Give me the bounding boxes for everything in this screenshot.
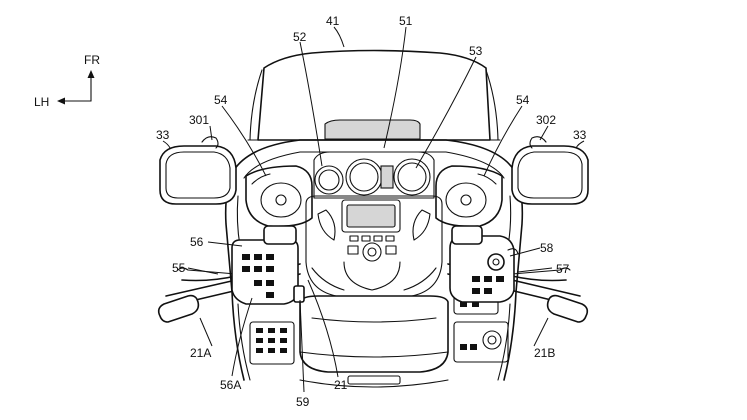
left-label: LH xyxy=(34,95,49,109)
numeral-tank-switch: 59 xyxy=(296,395,310,409)
numeral-switch-box-left: 56 xyxy=(190,235,204,249)
numeral-speaker-right: 54 xyxy=(516,93,530,107)
numeral-grip-left: 21A xyxy=(190,346,211,360)
forward-label: FR xyxy=(84,53,100,67)
numeral-mirror-right: 33 xyxy=(573,128,587,142)
numeral-center-cover: 51 xyxy=(399,14,413,28)
numeral-mirror-stay-left: 301 xyxy=(189,113,209,127)
left-mirror xyxy=(159,136,237,205)
left-speaker-housing xyxy=(245,165,313,228)
left-lower-panel xyxy=(249,321,295,365)
numeral-mirror-left: 33 xyxy=(156,128,170,142)
upper-duct xyxy=(324,119,421,140)
left-grip-end xyxy=(157,294,200,323)
fuel-tank xyxy=(299,295,449,388)
left-switch-box xyxy=(231,225,305,305)
meter-cluster xyxy=(313,151,435,199)
numeral-speaker-left: 54 xyxy=(214,93,228,107)
left-arrowhead xyxy=(57,97,65,105)
numeral-lever-right: 57 xyxy=(556,262,570,276)
right-mirror xyxy=(511,136,589,205)
right-grip-end xyxy=(546,294,589,323)
numeral-mirror-stay-right: 302 xyxy=(536,113,556,127)
orientation-indicator xyxy=(57,70,95,105)
numeral-grip-right: 21B xyxy=(534,346,555,360)
labels: FR LH 41 51 52 53 54 54 33 301 302 33 56… xyxy=(34,14,587,409)
numeral-switch-box-right: 58 xyxy=(540,241,554,255)
right-speaker-housing xyxy=(435,165,503,228)
center-console xyxy=(305,195,443,297)
numeral-meter-left: 52 xyxy=(293,30,307,44)
forward-arrowhead xyxy=(87,70,95,78)
numeral-handlebar: 21 xyxy=(334,378,348,392)
right-switch-box xyxy=(449,225,519,303)
numeral-lever-left: 55 xyxy=(172,261,186,275)
leader-lines xyxy=(162,26,585,393)
numeral-windscreen: 41 xyxy=(326,14,340,28)
numeral-meter-right: 53 xyxy=(469,44,483,58)
numeral-switch-cluster-left: 56A xyxy=(220,378,241,392)
